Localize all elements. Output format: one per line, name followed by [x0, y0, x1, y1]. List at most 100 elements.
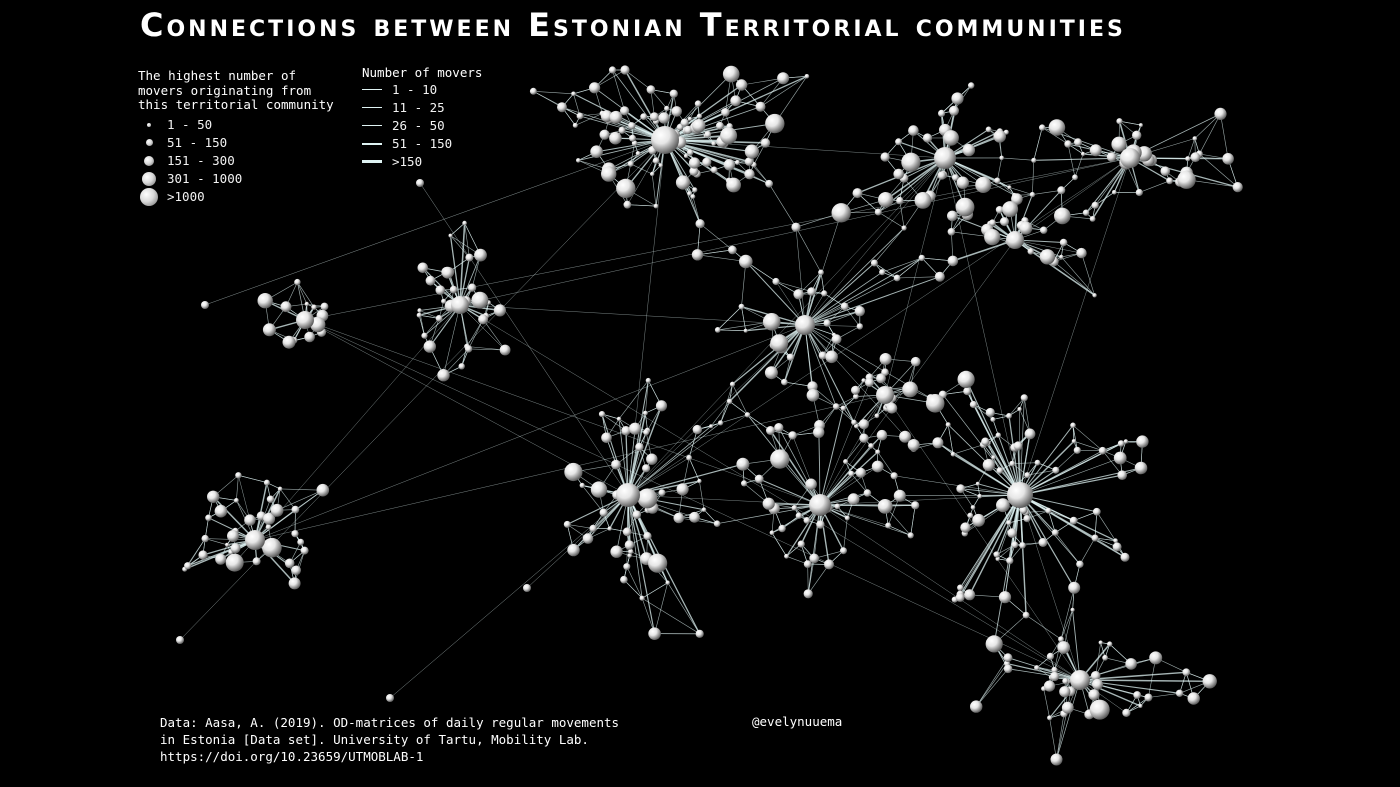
community-node [925, 394, 945, 413]
community-node [611, 459, 621, 470]
movement-link [1049, 717, 1057, 760]
community-node [425, 275, 436, 286]
community-node [1166, 177, 1173, 185]
community-node [448, 233, 453, 238]
community-node [1058, 636, 1064, 643]
community-node [291, 530, 299, 538]
community-node [769, 530, 775, 536]
movement-link [624, 69, 652, 90]
movement-link [899, 200, 905, 229]
community-node [225, 542, 230, 547]
community-node [1048, 119, 1066, 136]
movement-link [1220, 113, 1229, 159]
community-node [870, 259, 878, 267]
movement-link [1019, 409, 1030, 433]
movement-link [1199, 113, 1221, 155]
community-node [621, 426, 631, 436]
community-node [435, 315, 443, 322]
link-width-swatch [362, 124, 382, 127]
community-node [417, 262, 429, 274]
movement-link [732, 324, 806, 385]
movement-link [1033, 127, 1043, 161]
movement-link [795, 227, 822, 273]
community-node [1007, 185, 1012, 190]
movement-link [717, 504, 821, 525]
community-node [886, 403, 898, 414]
community-node [692, 424, 702, 435]
movement-link [732, 384, 748, 415]
community-node [658, 112, 670, 124]
movement-link [419, 310, 440, 319]
community-node [957, 370, 975, 388]
community-node [834, 503, 841, 510]
community-node [695, 629, 704, 638]
community-node [288, 577, 301, 590]
community-node [772, 277, 780, 286]
movement-link [630, 143, 635, 164]
community-node [697, 478, 702, 484]
community-node [648, 553, 668, 573]
community-node [1185, 156, 1191, 162]
community-node [1222, 153, 1234, 165]
community-node [1182, 668, 1191, 677]
community-node [721, 108, 730, 117]
community-node [1092, 678, 1103, 690]
movement-link [641, 597, 700, 635]
community-node [720, 127, 738, 145]
community-node [184, 562, 192, 570]
community-node [658, 163, 663, 168]
community-node [262, 537, 282, 558]
movement-link [297, 281, 315, 308]
movement-link [937, 442, 1021, 496]
community-node [982, 458, 995, 472]
author-credit: @evelynuuema [752, 714, 843, 729]
community-node [1175, 689, 1184, 697]
community-node [616, 416, 622, 422]
node-size-label: >1000 [167, 189, 205, 204]
community-node [589, 524, 597, 533]
community-node [1040, 226, 1048, 234]
community-node [462, 220, 467, 226]
community-node [282, 335, 296, 349]
community-node [643, 532, 652, 541]
movement-link [747, 414, 771, 431]
community-node [567, 543, 580, 557]
community-node [643, 410, 648, 416]
movement-link [689, 193, 701, 224]
community-node [1132, 130, 1142, 140]
community-node [854, 306, 865, 317]
community-node [947, 210, 958, 222]
link-width-swatch [362, 142, 382, 145]
community-node [576, 158, 581, 163]
community-node [1149, 651, 1163, 665]
community-node [995, 556, 1000, 562]
community-node [735, 79, 748, 91]
movement-link [627, 324, 806, 496]
community-node [564, 462, 583, 482]
movement-link [1008, 415, 1021, 496]
community-node [861, 378, 866, 383]
community-node [972, 513, 985, 527]
movement-link [389, 494, 629, 699]
movement-link [1079, 537, 1096, 565]
movement-link [944, 157, 1021, 496]
movement-link [775, 281, 812, 292]
community-node [572, 122, 578, 128]
community-node [729, 381, 736, 387]
movement-link [594, 87, 666, 141]
node-size-swatch [147, 122, 151, 127]
movement-link [297, 281, 308, 305]
movement-link [601, 413, 627, 431]
community-node [640, 113, 648, 120]
community-node [788, 431, 797, 440]
community-node [993, 130, 1006, 143]
link-width-legend-item: 1 - 10 [362, 81, 482, 99]
community-node [643, 429, 650, 436]
movement-link [1073, 511, 1097, 521]
community-node [284, 558, 295, 569]
community-node [989, 219, 996, 227]
community-node [589, 82, 601, 94]
community-node [1144, 693, 1153, 702]
movement-link [627, 380, 649, 496]
community-node [993, 551, 1000, 558]
